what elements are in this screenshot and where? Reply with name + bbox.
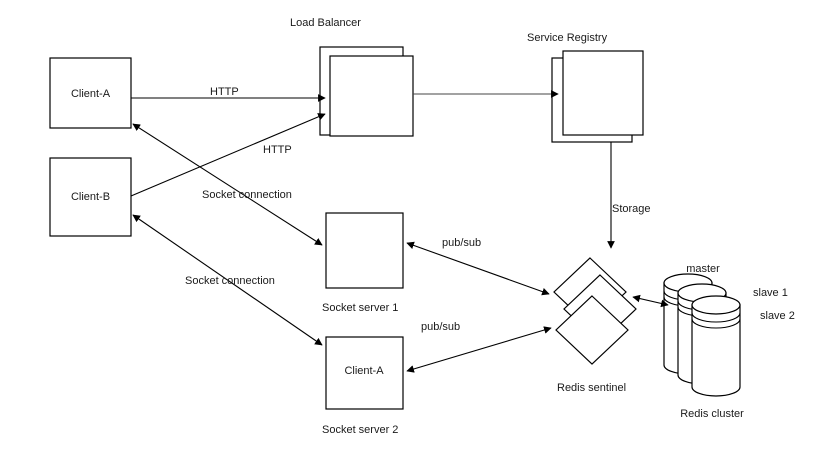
service-registry-caption: Service Registry: [527, 32, 608, 44]
edge-client-b-to-socket-server-2-line: [132, 214, 323, 346]
redis-cluster-member-slave-1: slave 1: [753, 287, 788, 299]
redis-sentinel-diamond-3[interactable]: [555, 295, 629, 365]
redis-sentinel-caption: Redis sentinel: [557, 382, 626, 394]
socket-server-2-box[interactable]: [325, 336, 404, 410]
client-b-box[interactable]: [49, 157, 132, 237]
edge-client-a-to-socket-server-1-line: [132, 123, 323, 246]
edge-label-pubsub-2: pub/sub: [421, 321, 460, 333]
edge-socket-server-2-to-sentinel-line: [406, 326, 552, 373]
edge-label-storage: Storage: [612, 203, 651, 215]
node-redis-sentinel[interactable]: Redis sentinel: [553, 257, 637, 394]
socket-server-1-caption: Socket server 1: [322, 302, 398, 314]
socket-server-2-caption: Socket server 2: [322, 424, 398, 436]
edge-label-pubsub-1: pub/sub: [442, 237, 481, 249]
edge-label-socket-connection-2: Socket connection: [185, 275, 275, 287]
node-load-balancer[interactable]: Load Balancer: [290, 17, 414, 137]
node-redis-cluster[interactable]: master slave 1 slave 2 Redis cluster: [663, 263, 795, 420]
redis-cluster-member-master: master: [686, 263, 720, 275]
edge-label-http-top: HTTP: [210, 86, 239, 98]
redis-cluster-member-slave-2: slave 2: [760, 310, 795, 322]
edge-client-b-to-load-balancer[interactable]: HTTP: [130, 113, 326, 197]
edge-client-b-to-load-balancer-line: [130, 113, 326, 197]
socket-server-1-box[interactable]: [325, 212, 404, 289]
edge-socket-server-2-to-sentinel[interactable]: pub/sub: [406, 321, 552, 373]
socket-server-2-label: Client-A: [344, 365, 384, 377]
edge-client-a-to-load-balancer[interactable]: HTTP: [131, 86, 326, 102]
client-a-box[interactable]: [49, 57, 132, 129]
edge-service-registry-to-sentinel[interactable]: Storage: [607, 142, 651, 249]
edge-sentinel-to-redis-cluster-line: [632, 294, 669, 308]
service-registry-front-box[interactable]: [562, 50, 644, 136]
redis-cylinder-slave-2[interactable]: [691, 295, 741, 397]
edge-label-http-mid: HTTP: [263, 144, 292, 156]
edge-sentinel-to-redis-cluster[interactable]: [632, 294, 669, 308]
load-balancer-caption: Load Balancer: [290, 17, 361, 29]
redis-cluster-caption: Redis cluster: [680, 408, 744, 420]
edge-socket-server-1-to-sentinel-line: [406, 241, 550, 296]
client-b-label: Client-B: [71, 191, 110, 203]
edge-label-socket-connection-1: Socket connection: [202, 189, 292, 201]
node-client-b[interactable]: Client-B: [49, 157, 132, 237]
edge-client-a-to-socket-server-1[interactable]: Socket connection: [132, 123, 323, 246]
node-client-a[interactable]: Client-A: [49, 57, 132, 129]
edge-socket-server-1-to-sentinel[interactable]: pub/sub: [406, 237, 550, 296]
client-a-label: Client-A: [71, 88, 111, 100]
node-service-registry[interactable]: Service Registry: [527, 32, 644, 143]
edge-client-b-to-socket-server-2[interactable]: Socket connection: [132, 214, 323, 346]
node-socket-server-2[interactable]: Client-A Socket server 2: [322, 336, 404, 436]
load-balancer-front-box[interactable]: [329, 55, 414, 137]
node-socket-server-1[interactable]: Socket server 1: [322, 212, 404, 314]
